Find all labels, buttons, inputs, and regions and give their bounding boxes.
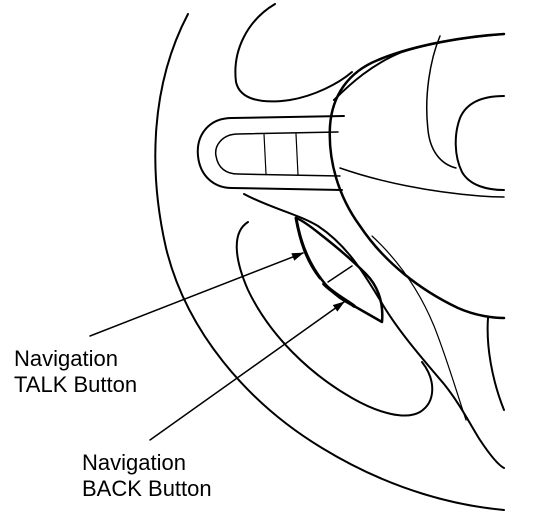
hub-lower-right-trim bbox=[486, 317, 505, 411]
talk-label-line2: TALK Button bbox=[14, 372, 138, 397]
talk-label-line1: Navigation bbox=[14, 346, 118, 371]
left-spoke-inner bbox=[214, 131, 341, 177]
wheel-hub-panel-line bbox=[426, 35, 457, 169]
talk-leader-arrow bbox=[89, 252, 304, 337]
wheel-lower-opening bbox=[235, 221, 434, 417]
wheel-outer-rim bbox=[154, 13, 505, 511]
left-spoke-outer bbox=[196, 115, 345, 191]
wheel-hub-top-edge bbox=[333, 33, 505, 101]
wheel-inner-rim-upper bbox=[234, 3, 353, 103]
wheel-center-hub bbox=[328, 32, 506, 320]
left-spoke-divider-1 bbox=[263, 133, 267, 175]
talk-button[interactable] bbox=[294, 216, 322, 280]
switch-pod-housing bbox=[294, 216, 384, 324]
hub-crease-line bbox=[339, 167, 505, 198]
back-button[interactable] bbox=[322, 282, 356, 308]
switch-divider bbox=[327, 265, 353, 283]
back-leader-arrow bbox=[149, 301, 345, 441]
lower-spoke-outline bbox=[243, 193, 505, 469]
hub-inner-contour bbox=[371, 235, 467, 421]
left-spoke-divider-2 bbox=[295, 133, 299, 176]
airbag-cover-recess bbox=[454, 95, 505, 191]
back-label-line1: Navigation bbox=[82, 450, 186, 475]
back-label-line2: BACK Button bbox=[82, 476, 212, 501]
